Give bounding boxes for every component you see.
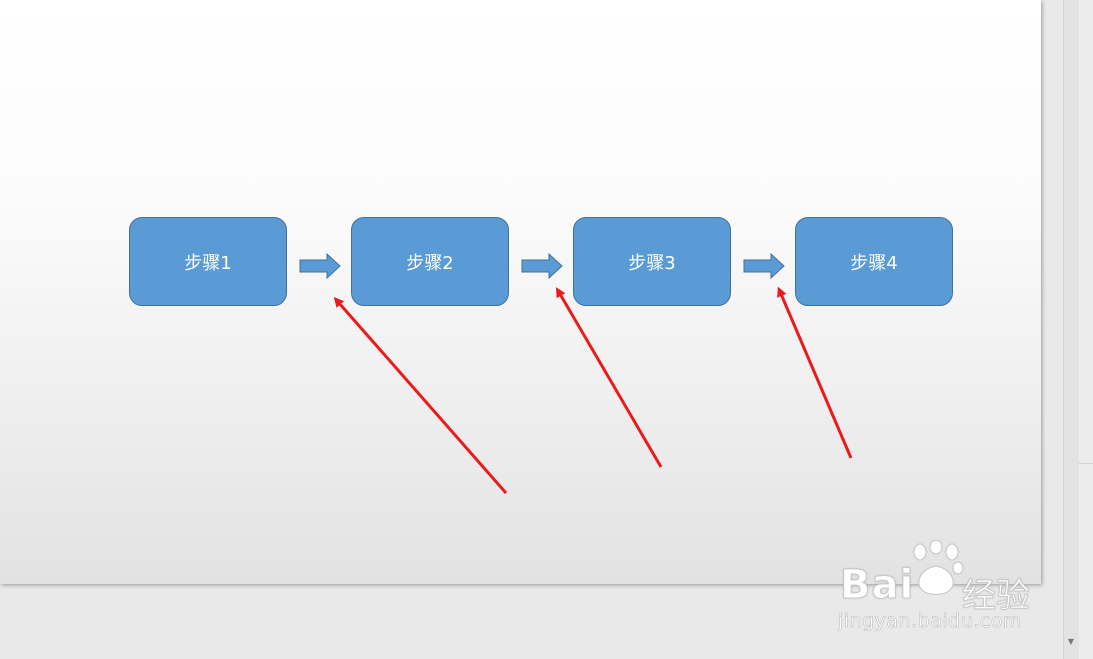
step-box-2[interactable]: 步骤2 xyxy=(351,217,509,306)
baidu-watermark: Bai 经验 jingyan.baidu.com xyxy=(838,540,1038,640)
scroll-down-arrow-icon[interactable]: ▼ xyxy=(1067,637,1075,646)
flow-arrow-3[interactable] xyxy=(743,252,785,280)
vertical-scrollbar[interactable] xyxy=(1063,0,1080,659)
watermark-url: jingyan.baidu.com xyxy=(838,610,1022,633)
step-box-3[interactable]: 步骤3 xyxy=(573,217,731,306)
side-panel-divider xyxy=(1079,463,1093,464)
step-box-4[interactable]: 步骤4 xyxy=(795,217,953,306)
watermark-jingyan-text: 经验 xyxy=(962,576,1031,617)
step-label-4: 步骤4 xyxy=(850,252,898,274)
slide-canvas[interactable]: 步骤1 步骤2 步骤3 步骤4 xyxy=(0,0,1041,584)
flow-arrow-2[interactable] xyxy=(521,252,563,280)
flow-arrow-1[interactable] xyxy=(299,252,341,280)
step-label-2: 步骤2 xyxy=(406,252,454,274)
side-panel-edge xyxy=(1079,0,1093,659)
step-label-1: 步骤1 xyxy=(184,252,232,274)
baidu-paw-icon xyxy=(913,540,964,596)
step-box-1[interactable]: 步骤1 xyxy=(129,217,287,306)
watermark-logo-text: Bai xyxy=(839,562,915,609)
step-label-3: 步骤3 xyxy=(628,252,676,274)
